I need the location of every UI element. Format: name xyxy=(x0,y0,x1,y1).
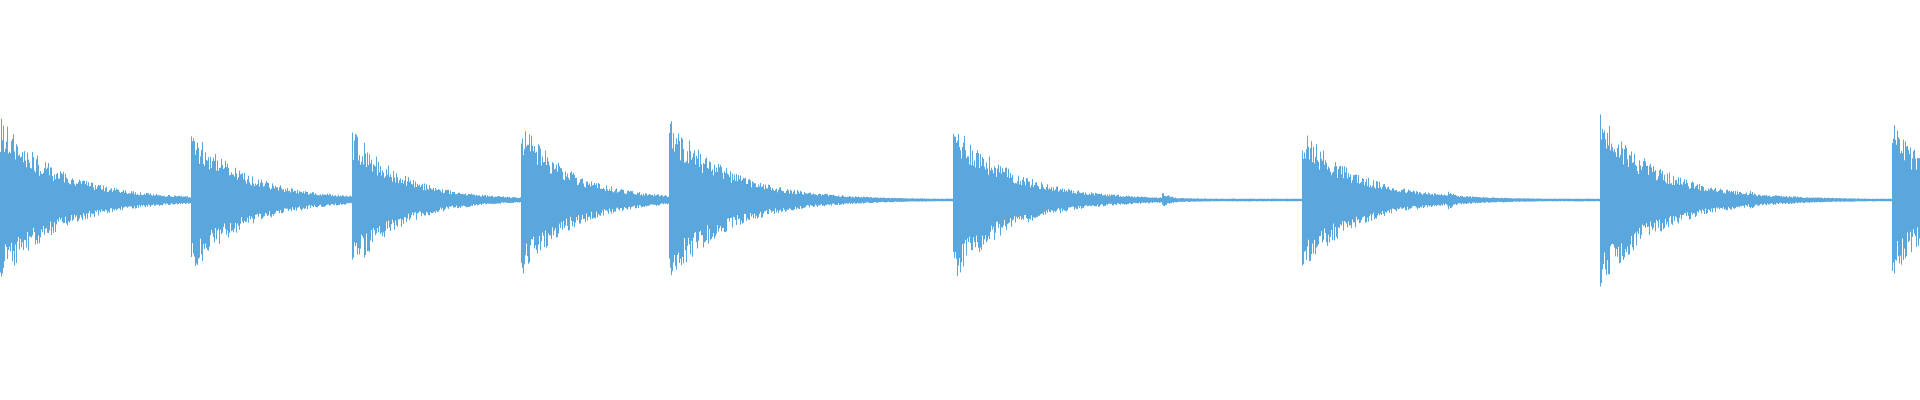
waveform-envelope xyxy=(0,114,1920,287)
waveform-path xyxy=(0,114,1920,287)
